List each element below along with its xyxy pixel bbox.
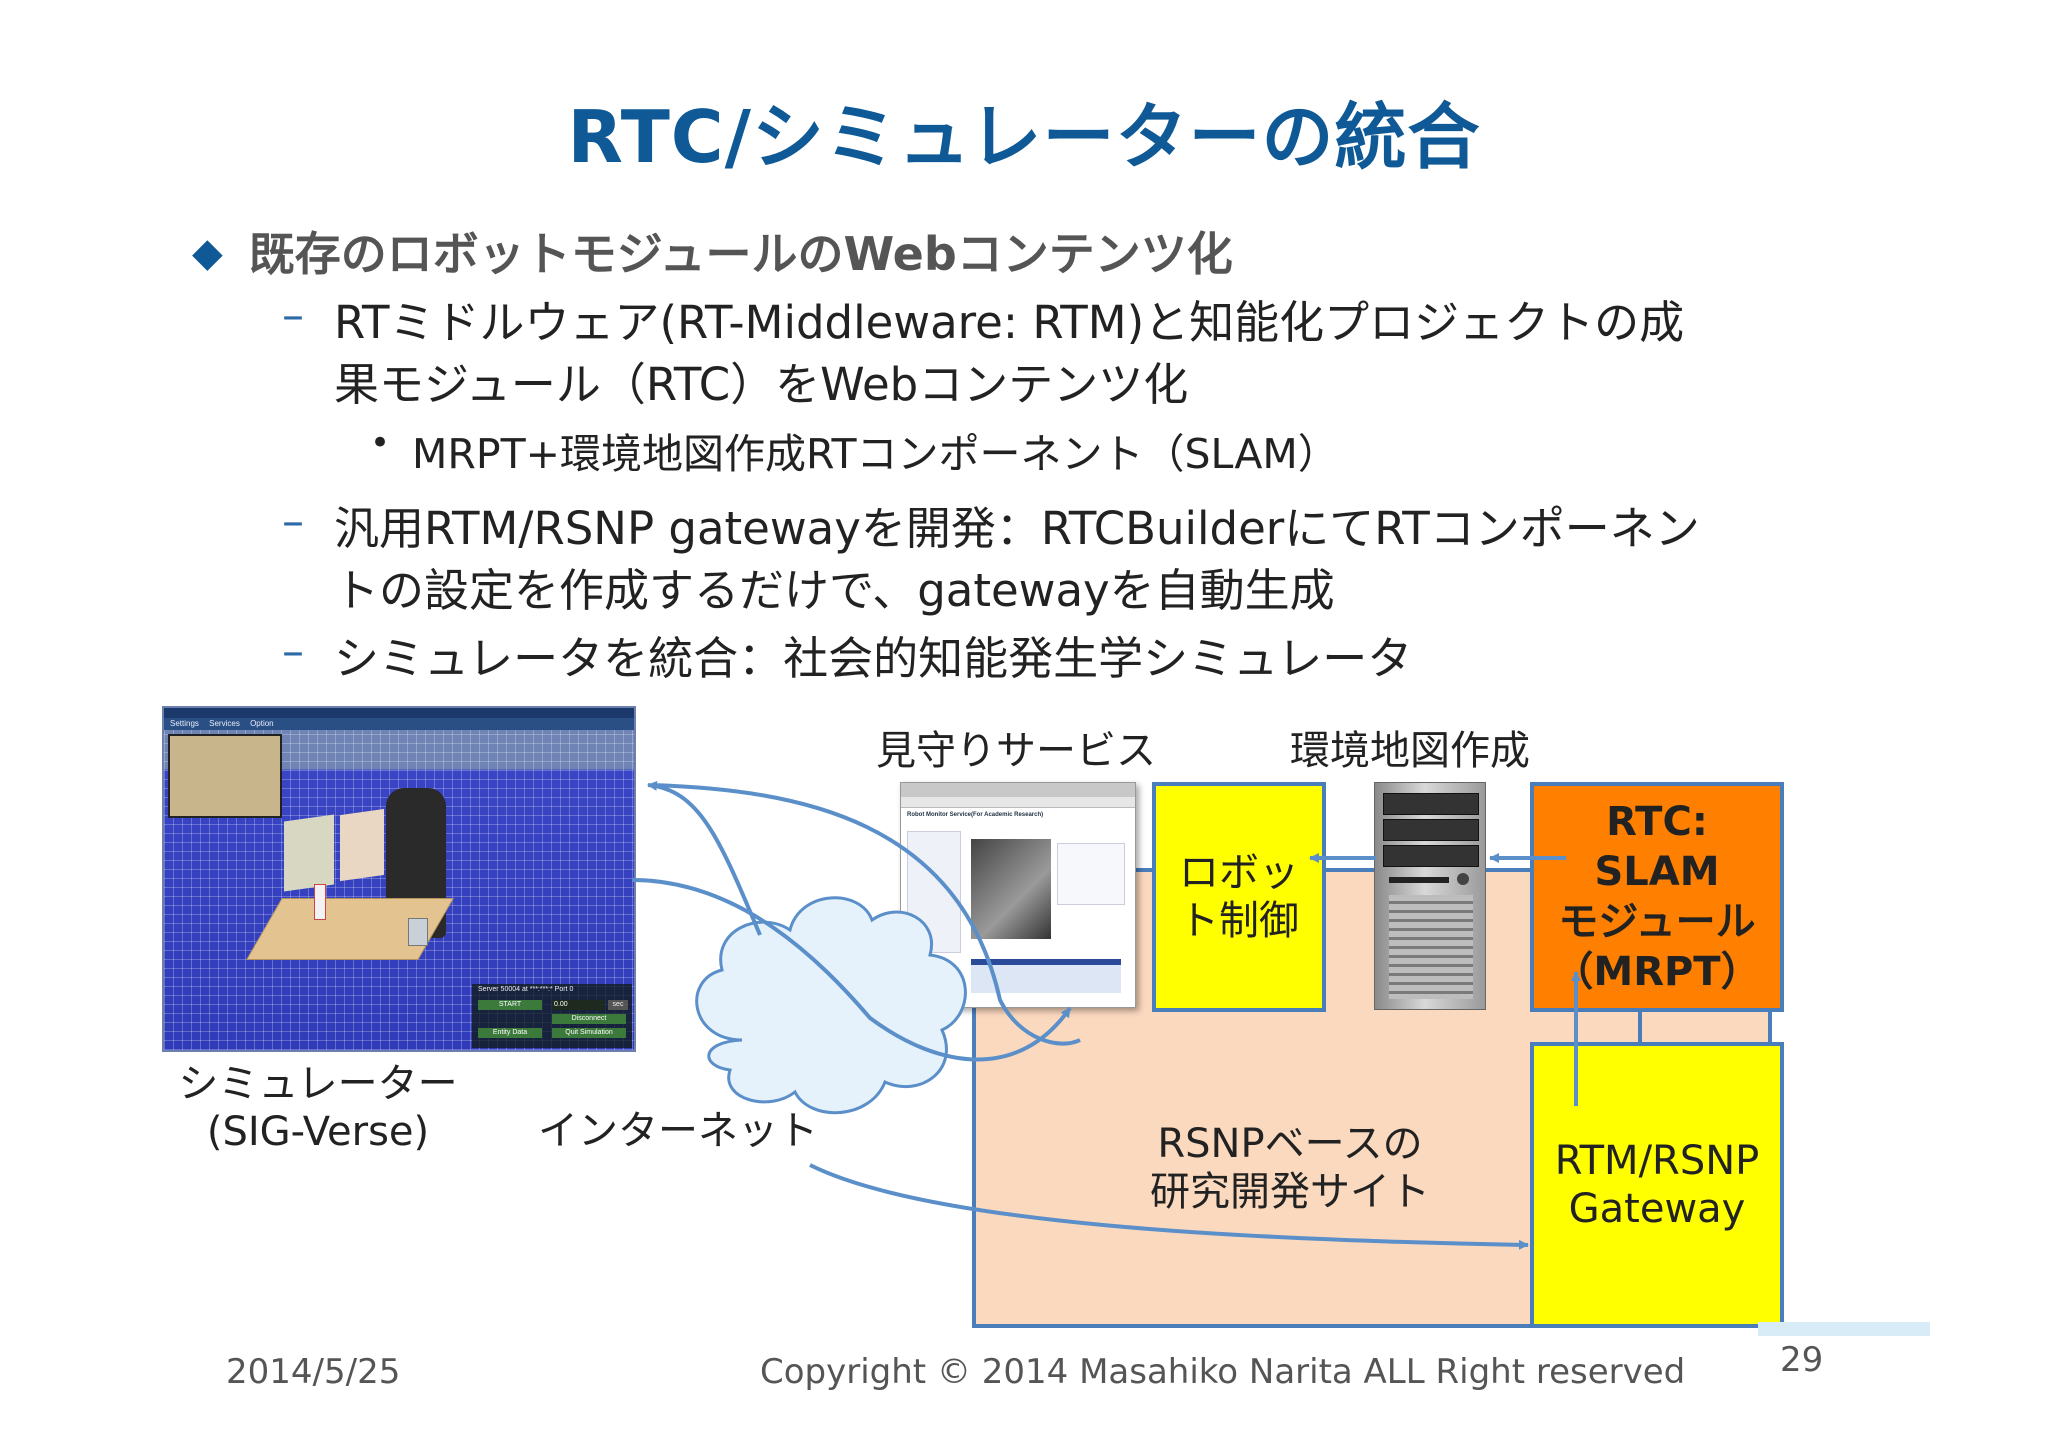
map-creation-label: 環境地図作成	[1290, 728, 1530, 774]
sim-disconnect-button[interactable]: Disconnect	[552, 1014, 626, 1024]
browser-toolbar	[901, 797, 1135, 808]
sim-menu-settings[interactable]: Settings	[170, 719, 199, 728]
dash-marker: –	[282, 496, 304, 547]
web-info-panel	[1057, 843, 1125, 905]
main-bullet: ◆ 既存のロボットモジュールのWebコンテンツ化	[192, 218, 1233, 284]
sim-time-unit: sec	[608, 1000, 628, 1010]
diamond-marker-icon: ◆	[192, 230, 223, 276]
sub-point-slam: MRPT+環境地図作成RTコンポーネント（SLAM）	[412, 430, 1339, 478]
dash-marker: –	[282, 290, 304, 341]
sim-quit-button[interactable]: Quit Simulation	[552, 1028, 626, 1038]
simulator-label: シミュレーター (SIG-Verse)	[178, 1061, 458, 1155]
sim-control-panel: Server 50004 at ***:***:* Port 0 START 0…	[472, 984, 632, 1048]
sub-bullet-2-line-2: トの設定を作成するだけで、gatewayを自動生成	[334, 564, 1335, 617]
sim-can-icon	[408, 918, 428, 946]
web-service-screenshot: Robot Monitor Service(For Academic Resea…	[900, 782, 1136, 1008]
sim-overhead-view	[168, 734, 282, 818]
sim-menu-services[interactable]: Services	[209, 719, 240, 728]
arrow-loop	[651, 783, 1081, 1046]
rsnp-site-label: RSNPベースの 研究開発サイト	[1150, 1121, 1430, 1215]
internet-label: インターネット	[538, 1108, 818, 1154]
web-page-title: Robot Monitor Service(For Academic Resea…	[907, 812, 1044, 818]
sim-bottle-icon	[314, 884, 326, 920]
sub-bullet-1: –	[282, 290, 304, 341]
sim-start-button[interactable]: START	[478, 1000, 542, 1010]
sub-bullet-3-text: シミュレータを統合：社会的知能発生学シミュレータ	[334, 632, 1413, 685]
arrow-to-web-page	[631, 878, 1072, 1062]
dot-marker: •	[370, 423, 391, 463]
simulator-screenshot: Settings Services Option Server 50004 at…	[162, 706, 636, 1052]
footer-date: 2014/5/25	[226, 1352, 401, 1392]
sim-titlebar	[164, 708, 634, 718]
sub-bullet-3: –	[282, 626, 304, 677]
arrow-to-simulator	[647, 780, 762, 936]
sim-time-field[interactable]: 0.00	[552, 1000, 604, 1010]
page-number: 29	[1780, 1340, 1824, 1380]
sub-bullet-2-line-1: 汎用RTM/RSNP gatewayを開発：RTCBuilderにてRTコンポー…	[334, 502, 1700, 555]
robot-control-box: ロボッ ト制御	[1152, 782, 1326, 1012]
sub-bullet-2: –	[282, 496, 304, 547]
gateway-box: RTM/RSNP Gateway	[1530, 1042, 1784, 1328]
sub-bullet-1-line-1: RTミドルウェア(RT-Middleware: RTM)と知能化プロジェクトの成	[334, 296, 1685, 349]
sim-menu-option[interactable]: Option	[250, 719, 274, 728]
decorative-bar	[1758, 1322, 1930, 1336]
footer-copyright: Copyright © 2014 Masahiko Narita ALL Rig…	[760, 1352, 1686, 1392]
watch-service-label: 見守りサービス	[876, 728, 1156, 774]
sub-bullet-1-line-2: 果モジュール（RTC）をWebコンテンツ化	[334, 358, 1189, 411]
sim-status-text: Server 50004 at ***:***:* Port 0	[478, 986, 574, 993]
internet-cloud-icon	[695, 896, 967, 1115]
dash-marker: –	[282, 626, 304, 677]
browser-titlebar	[901, 783, 1135, 797]
web-camera-image	[971, 839, 1051, 939]
server-icon	[1374, 782, 1486, 1010]
main-bullet-text: 既存のロボットモジュールのWebコンテンツ化	[248, 227, 1233, 281]
sim-entity-data-button[interactable]: Entity Data	[478, 1028, 542, 1038]
sim-menubar: Settings Services Option	[164, 718, 634, 730]
arrow-to-gateway	[809, 1163, 1529, 1250]
page-title: RTC/シミュレーターの統合	[567, 95, 1481, 179]
